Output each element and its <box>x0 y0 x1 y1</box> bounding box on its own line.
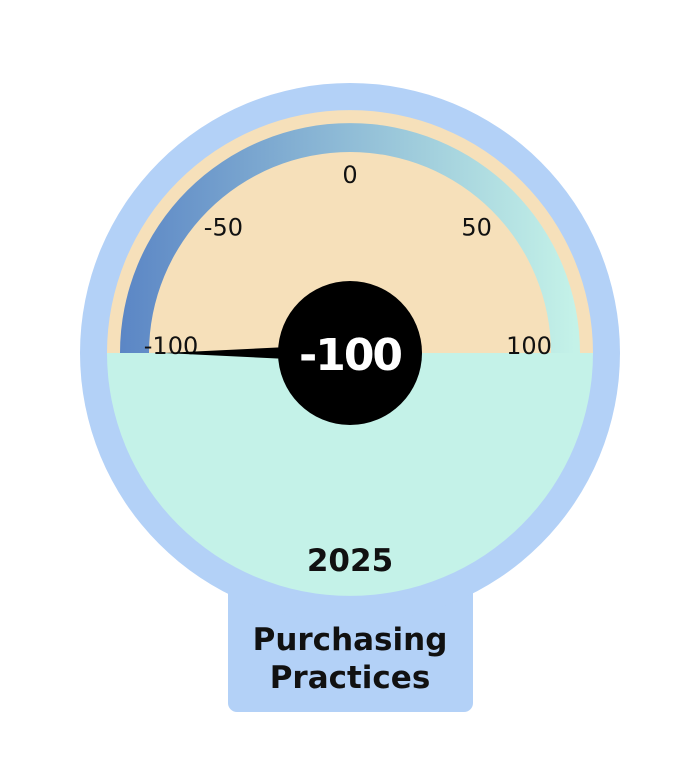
gauge-lower-face <box>107 353 593 596</box>
tick-label: -100 <box>144 332 198 360</box>
gauge-hub <box>278 281 422 425</box>
tick-labels: -100 -50 0 50 100 <box>144 161 552 360</box>
tick-label: -50 <box>204 213 243 241</box>
tick-label: 50 <box>461 213 492 241</box>
title-line-2: Practices <box>270 660 431 696</box>
gauge-scale-arc <box>120 123 580 354</box>
tick-label: 0 <box>342 161 357 189</box>
gauge-value-label: -100 <box>299 330 401 381</box>
year-label: 2025 <box>307 543 393 579</box>
tick-label: 100 <box>506 332 552 360</box>
title-line-1: Purchasing <box>253 622 448 658</box>
